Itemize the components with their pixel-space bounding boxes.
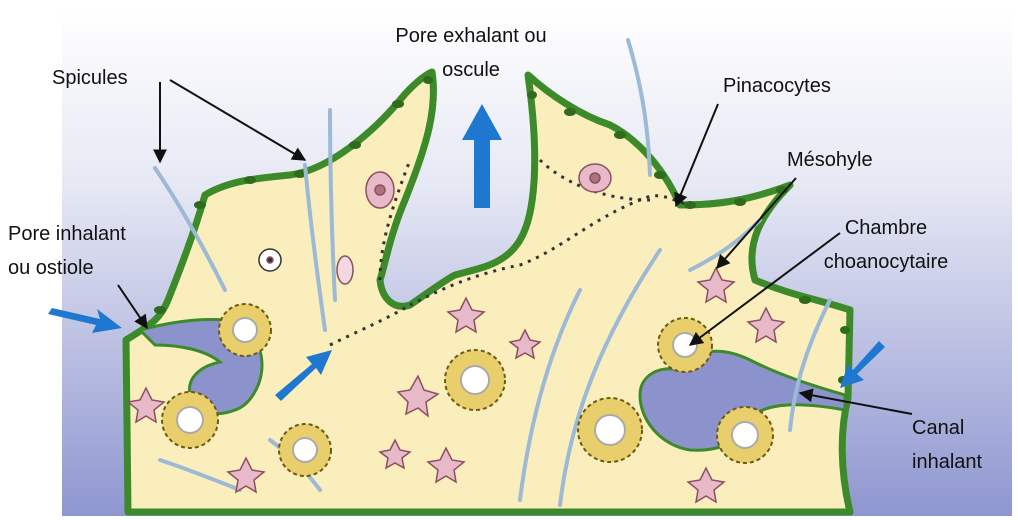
label-pore-exhalant-line2: oscule [442, 59, 500, 81]
label-chambre-line2: choanocytaire [824, 251, 949, 273]
label-pore-inhalant-line2: ou ostiole [8, 257, 94, 279]
label-chambre-line1: Chambre [845, 217, 927, 239]
label-pore-exhalant-line1: Pore exhalant ou [395, 25, 546, 47]
label-mesohyle: Mésohyle [787, 149, 873, 171]
label-pinacocytes: Pinacocytes [723, 75, 831, 97]
label-pore-inhalant-line1: Pore inhalant [8, 223, 126, 245]
label-canal-line1: Canal [912, 417, 964, 439]
label-canal-line2: inhalant [912, 451, 983, 473]
label-spicules: Spicules [52, 67, 128, 89]
archaeocyte [337, 256, 353, 284]
